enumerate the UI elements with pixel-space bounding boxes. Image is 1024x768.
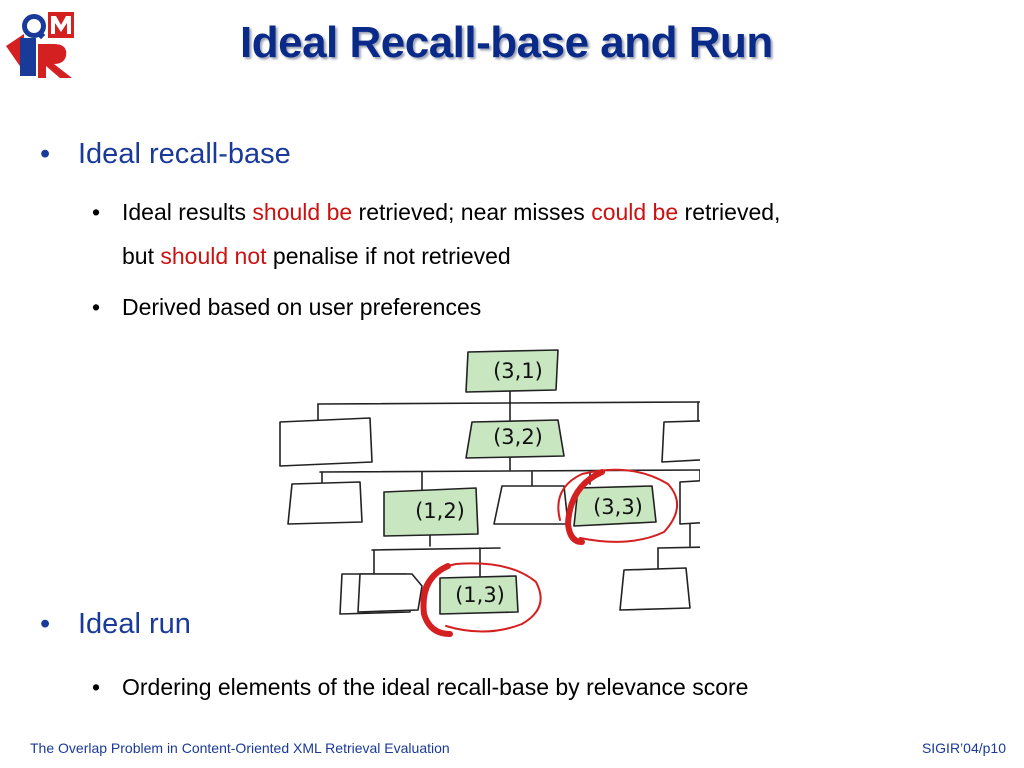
tree-edge — [319, 469, 700, 473]
sub-bullet-line-2: but should not penalise if not retrieved — [122, 243, 511, 269]
tree-node-l2-d — [573, 485, 657, 527]
node-label-1-3: (1,3) — [455, 583, 505, 607]
tree-node-l3-d — [619, 567, 691, 611]
bullet-marker: • — [40, 608, 51, 640]
tree-node-l1-right — [661, 420, 700, 463]
tree-node-l2-a — [287, 481, 363, 525]
tree-node-l2-c — [493, 485, 569, 525]
tree-node-l2-e — [679, 480, 700, 525]
emphasis-should-not: should not — [160, 243, 267, 269]
node-label-1-2: (1,2) — [415, 499, 465, 523]
bullet-text: Derived based on user preferences — [122, 294, 482, 320]
footer-page-number: SIGIR’04/p10 — [921, 740, 1006, 756]
bullet-marker: • — [92, 294, 101, 320]
bullet-text: Ordering elements of the ideal recall-ba… — [122, 674, 749, 700]
bullet-text: Ideal run — [78, 608, 191, 640]
bullet-ideal-recall-base: • Ideal recall-base — [40, 138, 291, 171]
tree-node-l3-c — [439, 575, 519, 615]
emphasis-could-be: could be — [591, 199, 679, 225]
footer-title: The Overlap Problem in Content-Oriented … — [30, 740, 450, 756]
element-tree-diagram: (3,1) (3,2) (1,2) (3,3) (1,3) — [279, 349, 700, 637]
tree-node-l1-mid — [465, 419, 565, 459]
bullet-marker: • — [92, 674, 101, 700]
sub-bullet-derived: • Derived based on user preferences — [92, 285, 482, 329]
highlight-circle-3-3 — [557, 468, 678, 543]
highlight-circle-1-3-bold — [420, 563, 453, 637]
sub-bullet-line-1: Ideal results should be retrieved; near … — [122, 199, 781, 225]
bullet-ideal-run: • Ideal run — [40, 608, 191, 641]
tree-edge — [657, 546, 700, 549]
tree-edge — [317, 401, 700, 405]
tree-node-root — [465, 349, 559, 393]
qmir-logo — [6, 12, 74, 78]
node-label-3-2: (3,2) — [493, 425, 543, 449]
sub-bullet-ideal-results: • Ideal results should be retrieved; nea… — [92, 190, 781, 278]
bullet-text: Ideal recall-base — [78, 138, 291, 170]
tree-edge — [371, 547, 501, 551]
highlight-circle-3-3-bold — [564, 469, 605, 545]
bullet-marker: • — [40, 138, 51, 170]
sub-bullet-ordering: • Ordering elements of the ideal recall-… — [92, 665, 749, 709]
emphasis-should-be: should be — [252, 199, 353, 225]
node-label-3-3: (3,3) — [593, 495, 643, 519]
slide-title: Ideal Recall-base and Run — [240, 18, 773, 67]
tree-node-l3-b — [357, 573, 423, 613]
tree-node-l1-left — [279, 417, 373, 467]
bullet-marker: • — [92, 199, 101, 225]
tree-node-l2-b — [383, 487, 479, 537]
node-label-3-1: (3,1) — [493, 359, 543, 383]
